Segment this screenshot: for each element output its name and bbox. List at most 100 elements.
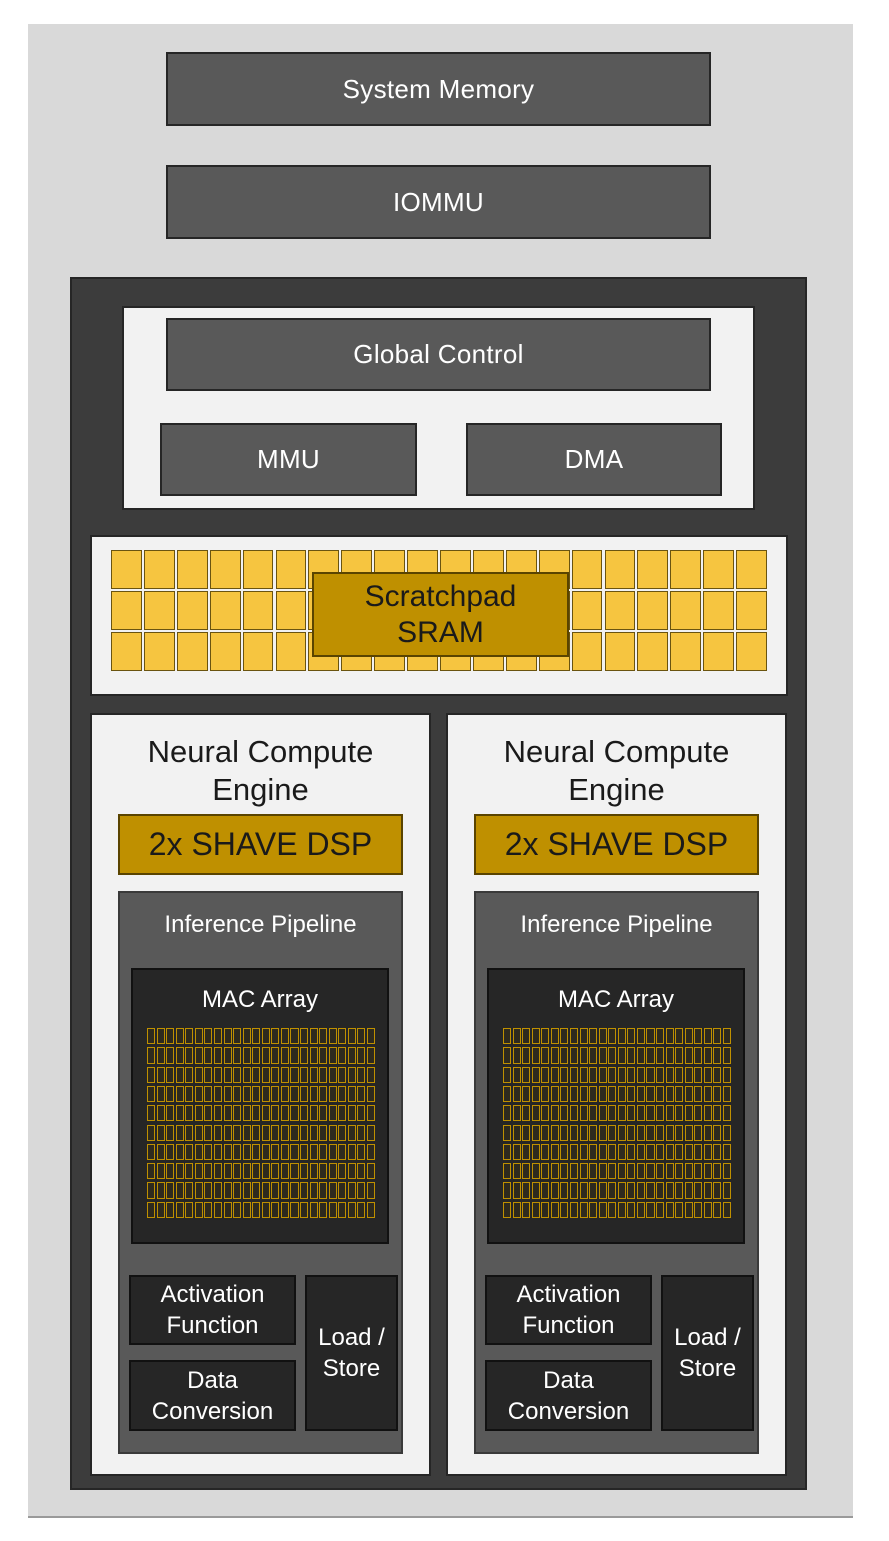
mac-cell	[560, 1124, 569, 1141]
mac-cell	[703, 1182, 712, 1199]
mac-cell	[550, 1143, 559, 1161]
mac-cell	[703, 1047, 712, 1064]
mac-cell	[366, 1066, 375, 1083]
mac-cell	[722, 1105, 731, 1122]
sram-cell	[111, 632, 142, 671]
mac-cell	[579, 1201, 588, 1218]
mmu-block: MMU	[160, 423, 417, 496]
mac-cell	[204, 1028, 213, 1045]
mac-cell	[223, 1085, 232, 1103]
mac-cell	[319, 1182, 328, 1199]
mac-cell	[204, 1105, 213, 1122]
mac-cell	[166, 1066, 175, 1083]
mac-cell	[147, 1028, 156, 1045]
mac-cell	[328, 1066, 337, 1083]
mac-cell	[598, 1047, 607, 1064]
mac-cell	[627, 1066, 636, 1083]
sram-cell	[637, 632, 669, 671]
mac-cell	[512, 1163, 521, 1180]
mac-cell	[627, 1201, 636, 1218]
sram-cell	[703, 550, 735, 589]
mac-cell	[252, 1163, 261, 1180]
mac-cell	[233, 1066, 242, 1083]
mac-cell	[646, 1105, 655, 1122]
mac-cell	[684, 1143, 693, 1161]
mac-cell	[261, 1047, 270, 1064]
mac-cell	[366, 1201, 375, 1218]
mac-cell	[665, 1105, 674, 1122]
mac-cell	[347, 1028, 356, 1045]
mac-cell	[617, 1163, 626, 1180]
activation-function-block-1: Activation Function	[129, 1275, 296, 1345]
mac-cell	[300, 1085, 309, 1103]
mac-cell	[608, 1143, 617, 1161]
mac-cell	[636, 1163, 645, 1180]
mac-cell	[328, 1028, 337, 1045]
mac-cell	[261, 1105, 270, 1122]
mac-cell	[522, 1028, 531, 1045]
mac-cell	[646, 1201, 655, 1218]
mac-cell	[617, 1028, 626, 1045]
mac-array-label: MAC Array	[201, 986, 318, 1013]
sram-cell	[703, 591, 735, 630]
mac-cell	[328, 1143, 337, 1161]
mac-cell	[713, 1124, 722, 1141]
mac-cell	[309, 1066, 318, 1083]
mac-cell	[357, 1028, 366, 1045]
mac-cell	[357, 1066, 366, 1083]
mac-cell	[665, 1047, 674, 1064]
mac-cell	[309, 1143, 318, 1161]
mac-cell	[300, 1047, 309, 1064]
mac-cell	[328, 1182, 337, 1199]
sram-cell	[736, 632, 767, 671]
mac-cell	[665, 1201, 674, 1218]
mac-cell	[280, 1085, 289, 1103]
mac-cell	[271, 1105, 280, 1122]
mac-cell	[627, 1047, 636, 1064]
mac-cell	[503, 1163, 512, 1180]
mac-cell	[261, 1124, 270, 1141]
mac-cell	[194, 1163, 203, 1180]
mac-cell	[261, 1028, 270, 1045]
mac-cell	[703, 1124, 712, 1141]
mac-cell	[261, 1163, 270, 1180]
sram-cell	[571, 550, 603, 589]
mac-cell	[627, 1028, 636, 1045]
mac-cell	[569, 1066, 578, 1083]
mac-cell	[290, 1047, 299, 1064]
mac-cell	[522, 1201, 531, 1218]
mac-cell	[261, 1066, 270, 1083]
mac-cell	[338, 1182, 347, 1199]
mac-cell	[694, 1047, 703, 1064]
mac-cell	[347, 1066, 356, 1083]
sram-cell	[275, 550, 307, 589]
mac-cell	[366, 1047, 375, 1064]
mac-cell	[261, 1143, 270, 1161]
mac-cell	[722, 1124, 731, 1141]
mac-cell	[503, 1105, 512, 1122]
mac-cell	[252, 1124, 261, 1141]
mac-cell	[665, 1085, 674, 1103]
mac-cell	[627, 1143, 636, 1161]
mac-cell	[531, 1201, 540, 1218]
mac-cell	[531, 1066, 540, 1083]
mac-cell	[242, 1163, 251, 1180]
mac-cell	[242, 1143, 251, 1161]
sram-cell	[736, 550, 767, 589]
mac-cell	[550, 1124, 559, 1141]
mac-cell	[608, 1085, 617, 1103]
mac-cell	[569, 1182, 578, 1199]
mac-cell	[541, 1201, 550, 1218]
inference-pipeline-label: Inference Pipeline	[520, 911, 713, 938]
engine-title-line2: Engine	[568, 772, 665, 807]
mac-cell	[522, 1085, 531, 1103]
mac-cell	[300, 1182, 309, 1199]
load-store-label: Load / Store	[318, 1324, 385, 1382]
mac-cell	[550, 1182, 559, 1199]
mac-cell	[560, 1143, 569, 1161]
mac-cell	[579, 1105, 588, 1122]
mac-cell	[522, 1047, 531, 1064]
mac-cell	[541, 1085, 550, 1103]
mac-cell	[550, 1047, 559, 1064]
mac-cell	[522, 1066, 531, 1083]
